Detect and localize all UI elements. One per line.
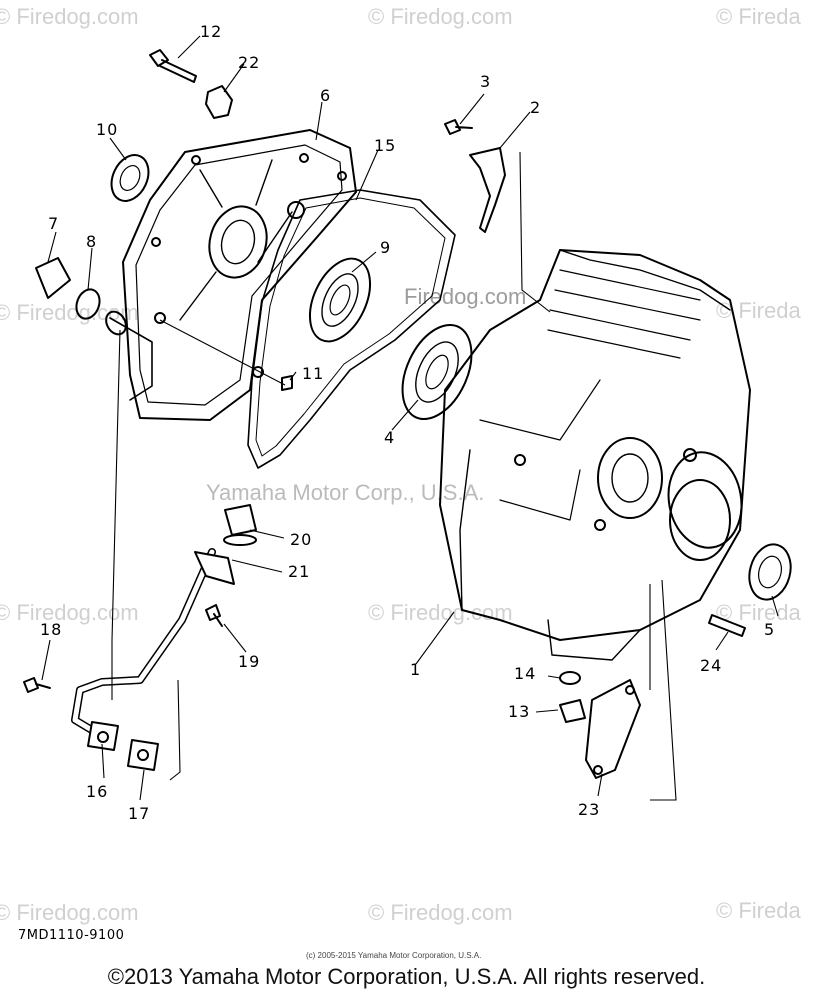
cover-plate-23 — [585, 679, 641, 779]
bracket-2 — [469, 147, 506, 233]
plug-13 — [559, 699, 586, 723]
callout-3: 3 — [480, 72, 492, 91]
callout-24: 24 — [700, 656, 723, 675]
washer-14 — [559, 671, 581, 685]
watermark-top-right: © Fireda — [716, 4, 801, 29]
watermark-lower-center: © Firedog.com — [368, 600, 513, 625]
oil-seal-5 — [748, 543, 792, 601]
callout-8: 8 — [86, 232, 98, 251]
watermark-lower-right: © Fireda — [716, 600, 801, 625]
o-ring-8 — [75, 288, 101, 320]
callout-17: 17 — [128, 804, 151, 823]
callout-13: 13 — [508, 702, 531, 721]
fine-print: (c) 2005-2015 Yamaha Motor Corporation, … — [306, 951, 482, 960]
cover-gasket — [247, 189, 456, 469]
leader-lines — [41, 35, 779, 801]
callout-9: 9 — [380, 238, 392, 257]
callout-6: 6 — [320, 86, 332, 105]
oil-pipe — [71, 504, 257, 771]
callout-1: 1 — [410, 660, 422, 679]
callout-4: 4 — [384, 428, 396, 447]
callout-18: 18 — [40, 620, 63, 639]
crankcase-cover — [105, 129, 357, 421]
callout-22: 22 — [238, 53, 261, 72]
bolt-24 — [708, 614, 746, 637]
watermark-owner: Yamaha Motor Corp., U.S.A. — [206, 480, 485, 505]
bolt-3 — [444, 119, 473, 135]
bolt-12 — [149, 49, 197, 83]
diagram-code: 7MD1110-9100 — [18, 928, 125, 943]
callout-7: 7 — [48, 214, 60, 233]
watermark-bottom-right: © Fireda — [716, 898, 801, 923]
callout-2: 2 — [530, 98, 542, 117]
bearing-9 — [308, 257, 372, 343]
pin-11 — [281, 375, 293, 391]
oil-seal-10 — [110, 154, 150, 202]
callout-14: 14 — [514, 664, 537, 683]
bolt-19 — [205, 604, 223, 627]
callout-12: 12 — [200, 22, 223, 41]
watermark-bottom-left: © Firedog.com — [0, 900, 139, 925]
callout-19: 19 — [238, 652, 261, 671]
watermark-top-center: © Firedog.com — [368, 4, 513, 29]
watermark-lower-left: © Firedog.com — [0, 600, 139, 625]
watermark-bottom-center: © Firedog.com — [368, 900, 513, 925]
callout-16: 16 — [86, 782, 109, 801]
watermark-center-firedog: Firedog.com — [404, 284, 527, 309]
crankcase — [439, 249, 751, 661]
watermark-top-left: © Firedog.com — [0, 4, 139, 29]
callout-21: 21 — [288, 562, 311, 581]
callout-11: 11 — [302, 364, 325, 383]
callout-20: 20 — [290, 530, 313, 549]
callout-23: 23 — [578, 800, 601, 819]
callout-5: 5 — [764, 620, 776, 639]
callout-15: 15 — [374, 136, 397, 155]
bearing-4 — [401, 323, 473, 421]
clip-22 — [205, 85, 233, 119]
copyright-notice: ©2013 Yamaha Motor Corporation, U.S.A. A… — [107, 964, 706, 989]
bolt-18 — [23, 677, 51, 693]
cap-7 — [35, 257, 71, 299]
callout-10: 10 — [96, 120, 119, 139]
